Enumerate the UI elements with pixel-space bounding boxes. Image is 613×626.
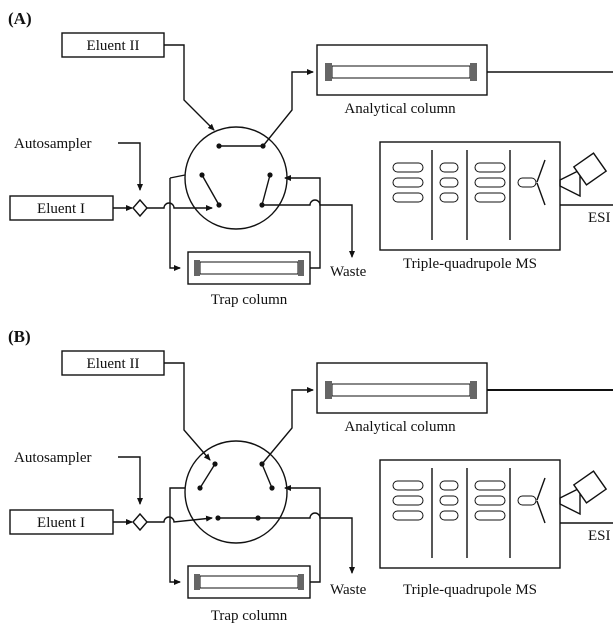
analytical-inlet-line: [261, 387, 314, 465]
analytical-column-label: Analytical column: [344, 101, 456, 117]
valve-channel-right: [261, 463, 273, 489]
valve-left-port: [169, 174, 186, 179]
autosampler-label: Autosampler: [14, 450, 91, 466]
esi-label: ESI: [588, 528, 611, 544]
autosampler-line: [118, 456, 143, 505]
trap-endfitting-right: [298, 574, 304, 590]
eluent-ii-line: [164, 44, 215, 131]
analytical-column-body: [331, 383, 471, 397]
analytical-inlet-line: [262, 69, 314, 147]
eluent-ii-label: Eluent II: [87, 38, 140, 54]
analytical-endfitting-left: [325, 63, 332, 81]
valve-channel-right: [261, 174, 271, 206]
trap-endfitting-left: [194, 574, 200, 590]
trap-endfitting-left: [194, 260, 200, 276]
eluent-ii-line: [164, 362, 211, 461]
eluent-i-label: Eluent I: [37, 515, 85, 531]
switching-valve: [184, 440, 288, 544]
waste-label: Waste: [330, 582, 367, 598]
sample-line: [147, 515, 213, 523]
injector-diamond: [132, 198, 148, 218]
waste-line: [262, 199, 355, 258]
trap-column-body: [199, 575, 299, 589]
esi-cone: [559, 168, 581, 198]
injector-diamond: [132, 512, 148, 532]
trap-endfitting-right: [298, 260, 304, 276]
panel-a: (A) Eluent II Eluent I Autosampler: [8, 9, 613, 308]
trap-outlet-line: [284, 175, 321, 269]
sample-line: [147, 202, 213, 211]
analytical-column-body: [331, 65, 471, 79]
waste-label: Waste: [330, 264, 367, 280]
trap-inlet-line: [169, 178, 181, 271]
valve-channel-left: [201, 174, 220, 206]
ms-label: Triple-quadrupole MS: [403, 582, 537, 598]
esi-label: ESI: [588, 210, 611, 226]
panel-tag: (A): [8, 9, 32, 28]
valve-channel-left: [199, 463, 216, 489]
autosampler-label: Autosampler: [14, 136, 91, 152]
trap-outlet-line: [284, 485, 321, 583]
analytical-endfitting-right: [470, 63, 477, 81]
eluent-ii-box: [61, 350, 165, 376]
trap-column-body: [199, 261, 299, 275]
trap-inlet-line: [169, 487, 185, 585]
eluent-i-label: Eluent I: [37, 201, 85, 217]
ms-label: Triple-quadrupole MS: [403, 256, 537, 272]
esi-probe: [572, 470, 608, 504]
esi-cone: [559, 486, 581, 516]
analytical-column-label: Analytical column: [344, 419, 456, 435]
analytical-endfitting-right: [470, 381, 477, 399]
switching-valve: [184, 126, 288, 230]
eluent-ii-box: [61, 32, 165, 58]
panel-b: (B) Eluent II Eluent I Autosampler Trap …: [8, 327, 613, 624]
trap-column-label: Trap column: [211, 292, 288, 308]
autosampler-line: [118, 142, 143, 191]
esi-probe: [572, 152, 608, 186]
trap-column-label: Trap column: [211, 608, 288, 624]
waste-line: [258, 512, 355, 574]
eluent-i-box: [9, 195, 114, 221]
panel-tag: (B): [8, 327, 31, 346]
eluent-ii-label: Eluent II: [87, 356, 140, 372]
analytical-endfitting-left: [325, 381, 332, 399]
